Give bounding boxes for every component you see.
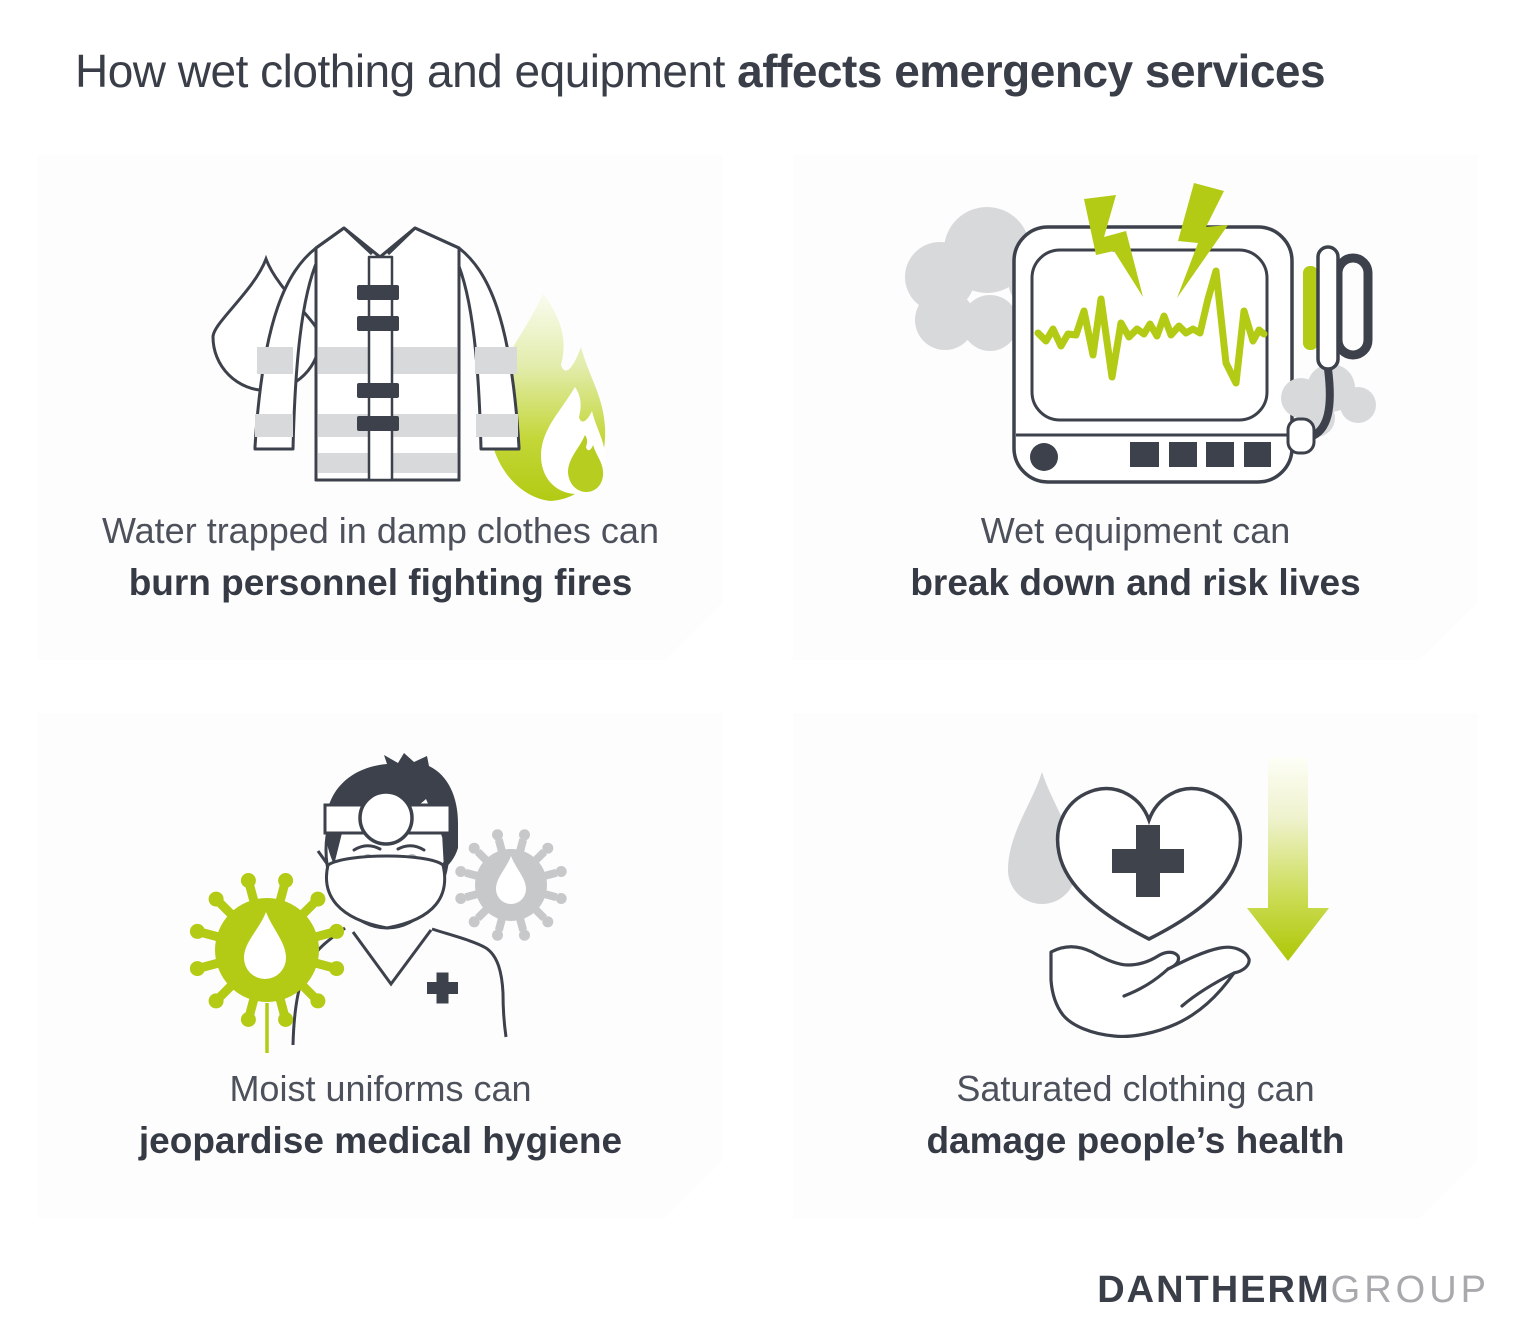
caption-line1: Moist uniforms can	[229, 1068, 532, 1109]
monitor-knob	[1030, 443, 1058, 471]
medic-figure	[293, 753, 506, 1045]
card-hygiene: Moist uniforms can jeopardise medical hy…	[38, 713, 723, 1218]
card-caption: Water trapped in damp clothes can burn p…	[38, 505, 723, 609]
caption-line2: break down and risk lives	[910, 562, 1361, 603]
heart-in-hand-declining-icon	[793, 713, 1478, 1058]
medical-cross-badge	[427, 973, 458, 1004]
head-mirror	[360, 792, 412, 844]
title-bold: affects emergency services	[737, 45, 1326, 97]
firefighter-jacket-flame-icon	[38, 155, 723, 517]
card-equipment: Wet equipment can break down and risk li…	[793, 155, 1478, 660]
page-title: How wet clothing and equipment affects e…	[75, 44, 1326, 98]
wet-heart-monitor-svg	[876, 183, 1396, 503]
firefighter-jacket-flame-svg	[141, 197, 621, 517]
card-health: Saturated clothing can damage people’s h…	[793, 713, 1478, 1218]
logo-secondary: GROUP	[1330, 1269, 1490, 1311]
face-mask	[326, 856, 444, 928]
card-caption: Wet equipment can break down and risk li…	[793, 505, 1478, 609]
green-virus-icon	[189, 873, 343, 1053]
card-caption: Saturated clothing can damage people’s h…	[793, 1063, 1478, 1167]
cupped-hand-icon	[1051, 947, 1249, 1037]
medic-with-viruses-icon	[38, 713, 723, 1063]
monitor-buttons	[1130, 442, 1271, 467]
title-regular: How wet clothing and equipment	[75, 45, 738, 97]
caption-line2: burn personnel fighting fires	[128, 562, 633, 603]
wet-heart-monitor-icon	[793, 155, 1478, 503]
medic-with-viruses-svg	[146, 753, 616, 1063]
card-fire: Water trapped in damp clothes can burn p…	[38, 155, 723, 660]
gray-virus-icon	[455, 829, 566, 940]
heart-monitor	[1014, 227, 1292, 482]
defibrillator-paddle	[1288, 247, 1368, 453]
cross-icon	[1112, 825, 1184, 897]
cards-grid: Water trapped in damp clothes can burn p…	[38, 155, 1478, 1218]
gray-water-drop-icon	[1008, 772, 1076, 904]
dantherm-group-logo: DANTHERMGROUP	[1097, 1269, 1490, 1312]
card-caption: Moist uniforms can jeopardise medical hy…	[38, 1063, 723, 1167]
caption-line1: Water trapped in damp clothes can	[102, 510, 659, 551]
caption-line2: jeopardise medical hygiene	[138, 1120, 623, 1161]
logo-primary: DANTHERM	[1097, 1269, 1331, 1311]
ekg-line	[1038, 271, 1264, 383]
firefighter-jacket	[255, 228, 519, 480]
down-arrow-icon	[1247, 758, 1329, 961]
caption-line2: damage people’s health	[926, 1120, 1345, 1161]
caption-line1: Saturated clothing can	[956, 1068, 1315, 1109]
smoke-cloud-icon	[905, 207, 1072, 351]
caption-line1: Wet equipment can	[980, 510, 1291, 551]
heart-in-hand-declining-svg	[916, 758, 1356, 1058]
lightning-bolts-icon	[1084, 183, 1228, 298]
